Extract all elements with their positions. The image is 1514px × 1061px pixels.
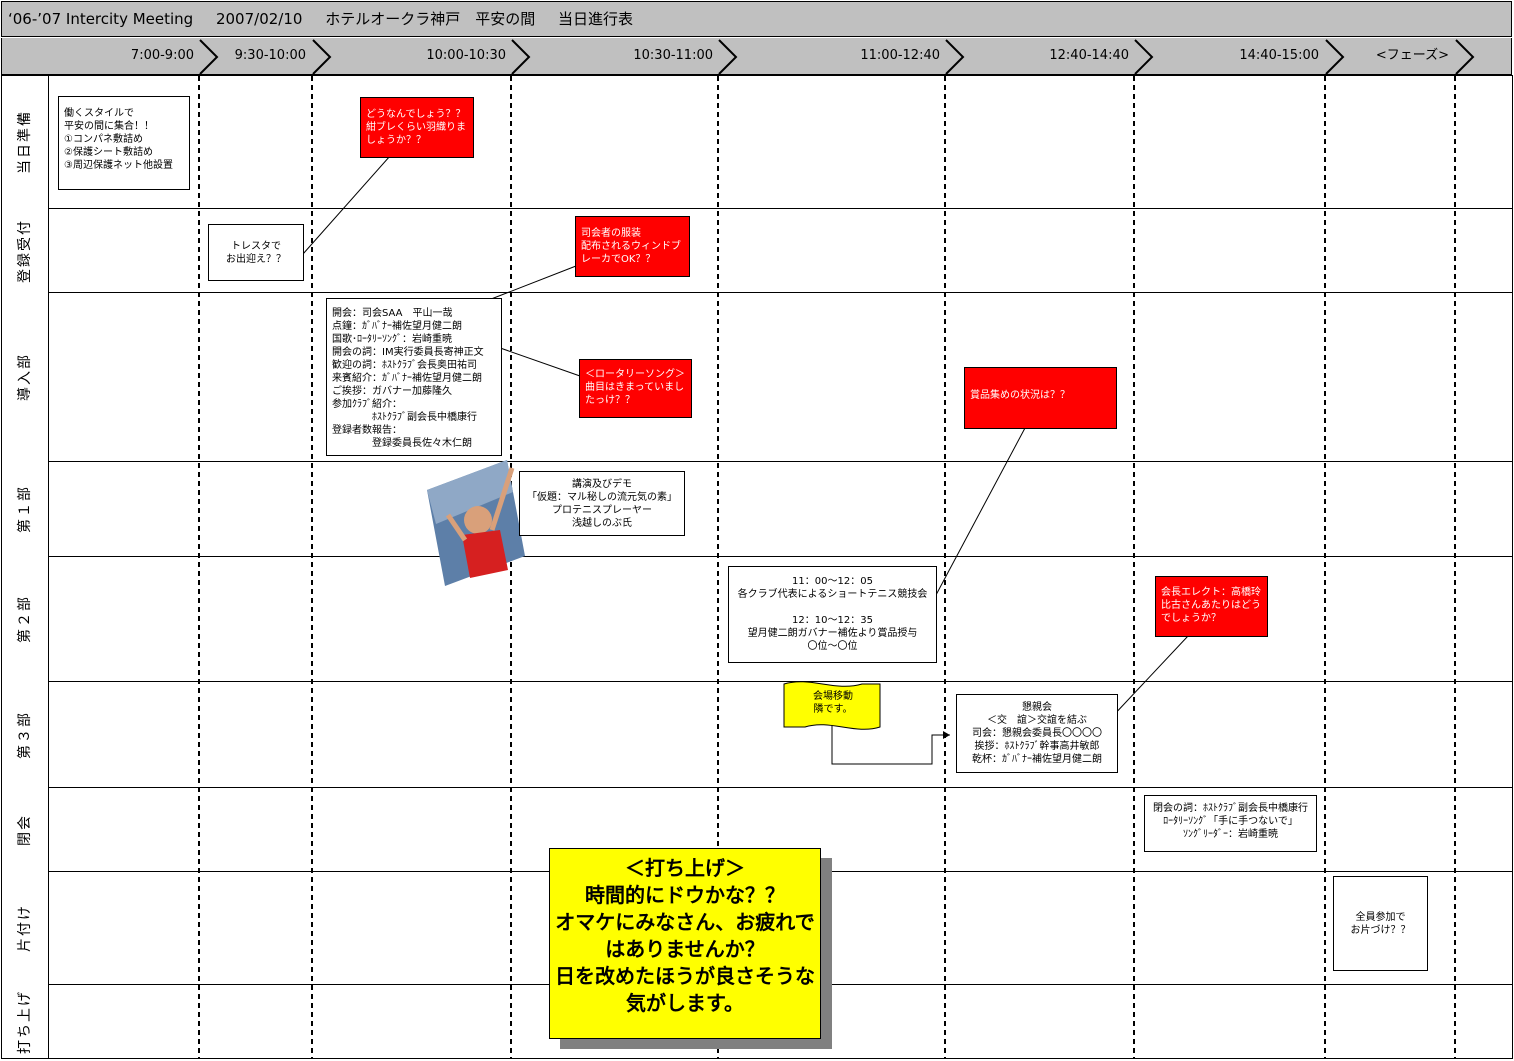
title-bar: ‘06-’07 Intercity Meeting 2007/02/10 ホテル… — [1, 1, 1512, 37]
question-note: 司会者の服装 配布されるウィンドブレーカでOK？？ — [575, 216, 690, 277]
row-label: 導入部 — [17, 353, 33, 401]
event-venue: ホテルオークラ神戸 平安の間 — [325, 10, 536, 28]
row-label: 片付け — [17, 904, 33, 952]
slot-header: <フェーズ> — [1375, 48, 1449, 63]
cleanup-note: 全員参加で お片づけ？？ — [1333, 876, 1428, 971]
tennis-player-photo — [427, 460, 525, 586]
part2-note: 11：00～12：05 各クラブ代表によるショートテニス競技会 12：10～12… — [728, 566, 937, 663]
question-note: ＜ロータリーソング＞ 曲目はきまっていましたっけ？？ — [579, 359, 692, 418]
reception-note: トレスタで お出迎え？？ — [208, 224, 304, 281]
question-note: 賞品集めの状況は？？ — [964, 367, 1117, 429]
slot-header: 14:40-15:00 — [1239, 48, 1319, 63]
lecture-note: 講演及びデモ 「仮題：マル秘しの流元気の素」 プロテニスプレーヤー 浅越しのぶ氏 — [519, 471, 685, 536]
event-title: ‘06-’07 Intercity Meeting — [8, 10, 194, 28]
row-label: 登録受付 — [17, 218, 33, 283]
reception-party-note: 懇親会 ＜交 誼＞交誼を結ぶ 司会：懇親会委員長〇〇〇〇 挨拶：ﾎｽﾄｸﾗﾌﾞ幹… — [956, 694, 1118, 773]
row-label: 打ち上げ — [17, 990, 33, 1054]
closing-note: 閉会の詞：ﾎｽﾄｸﾗﾌﾞ副会長中橋康行 ﾛｰﾀﾘｰｿﾝｸﾞ「手に手つないで」 ｿ… — [1144, 795, 1317, 852]
doc-title: 当日進行表 — [558, 10, 634, 28]
row-label: 第３部 — [17, 710, 33, 759]
slot-header: 10:30-11:00 — [633, 48, 713, 63]
question-note: 会長エレクト：高橋玲比古さんあたりはどうでしょうか？ — [1155, 576, 1268, 637]
afterparty-note: ＜打ち上げ＞ 時間的にドウかな？？ オマケにみなさん、お疲れではありませんか？ … — [549, 848, 821, 1039]
time-header: 7:00-9:00 9:30-10:00 10:00-10:30 10:30-1… — [1, 38, 1512, 75]
slot-header: 12:40-14:40 — [1049, 48, 1129, 63]
banner-shape — [783, 681, 881, 730]
row-label: 閉会 — [17, 813, 33, 846]
slot-header: 11:00-12:40 — [860, 48, 940, 63]
row-label: 第２部 — [17, 595, 33, 643]
opening-program-note: 開会：司会SAA 平山一哉 点鐘：ｶﾞﾊﾞﾅｰ補佐望月健二朗 国歌･ﾛｰﾀﾘｰｿ… — [326, 298, 502, 456]
slot-header: 7:00-9:00 — [130, 48, 194, 63]
row-label: 当日準備 — [17, 110, 33, 174]
venue-move-label: 会場移動 隣です。 — [813, 691, 853, 715]
slot-header: 10:00-10:30 — [426, 48, 506, 63]
slot-header: 9:30-10:00 — [234, 48, 306, 63]
prep-note: 働くスタイルで 平安の間に集合！！ ①コンパネ敷詰め ②保護シート敷詰め ③周辺… — [58, 96, 190, 190]
question-note: どうなんでしょう？？ 紺ブレくらい羽織りましょうか？？ — [360, 97, 474, 158]
row-label: 第１部 — [17, 485, 33, 533]
event-date: 2007/02/10 — [215, 10, 303, 28]
